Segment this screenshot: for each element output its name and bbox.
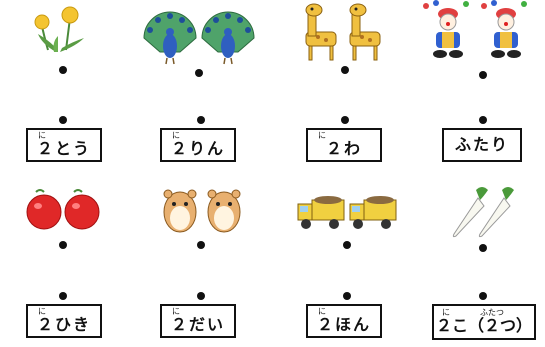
clown-icon: [423, 0, 527, 58]
apple-picture: [26, 188, 106, 232]
radish-icon: [452, 187, 514, 238]
word-label: ２ひき: [36, 315, 91, 334]
word-label: ２こ（２つ）: [435, 316, 532, 335]
hamster-icon: [163, 189, 241, 233]
word-label: ２りん: [170, 139, 225, 158]
ruby-text: に: [318, 307, 326, 316]
ruby-text: に: [442, 308, 450, 317]
picture-dot[interactable]: [59, 66, 67, 74]
word-card: に ふたつ ２こ（２つ）: [432, 304, 536, 340]
word-label: ふたり: [454, 135, 509, 154]
truck-picture: [296, 194, 398, 232]
picture-dot[interactable]: [341, 66, 349, 74]
word-card: に ２だい: [160, 304, 236, 338]
word-label: ２とう: [36, 139, 91, 158]
word-card: に ２とう: [26, 128, 102, 162]
picture-dot[interactable]: [479, 244, 487, 252]
word-dot[interactable]: [197, 116, 205, 124]
giraffe-icon: [305, 3, 381, 61]
word-dot[interactable]: [197, 292, 205, 300]
word-card: に ２りん: [160, 128, 236, 162]
peacock-picture: [140, 8, 258, 68]
picture-dot[interactable]: [195, 69, 203, 77]
peacock-icon: [143, 11, 255, 65]
dandelion-picture: [32, 6, 94, 56]
word-dot[interactable]: [479, 292, 487, 300]
word-dot[interactable]: [59, 116, 67, 124]
picture-dot[interactable]: [197, 241, 205, 249]
apple-icon: [26, 189, 100, 230]
dandelion-icon: [34, 6, 84, 52]
word-card: に ２わ: [306, 128, 382, 162]
picture-dot[interactable]: [343, 241, 351, 249]
word-label: ２だい: [170, 315, 225, 334]
clown-picture: [420, 0, 538, 62]
word-label: ２わ: [325, 139, 362, 158]
radish-picture: [448, 184, 534, 240]
word-card: ふたり: [442, 128, 522, 162]
ruby-text: に: [318, 131, 326, 140]
picture-dot[interactable]: [479, 71, 487, 79]
picture-dot[interactable]: [59, 241, 67, 249]
word-dot[interactable]: [343, 292, 351, 300]
word-dot[interactable]: [341, 116, 349, 124]
word-card: に ２ひき: [26, 304, 102, 338]
word-label: ２ほん: [316, 315, 371, 334]
ruby-text: に: [172, 131, 180, 140]
ruby-text: に: [38, 131, 46, 140]
hamster-picture: [160, 188, 246, 234]
word-card: に ２ほん: [306, 304, 382, 338]
word-dot[interactable]: [479, 116, 487, 124]
giraffe-picture: [300, 2, 392, 64]
ruby-text-futatsu: ふたつ: [480, 308, 504, 317]
truck-icon: [297, 196, 397, 229]
ruby-text: に: [38, 307, 46, 316]
ruby-text: に: [172, 307, 180, 316]
word-dot[interactable]: [59, 292, 67, 300]
